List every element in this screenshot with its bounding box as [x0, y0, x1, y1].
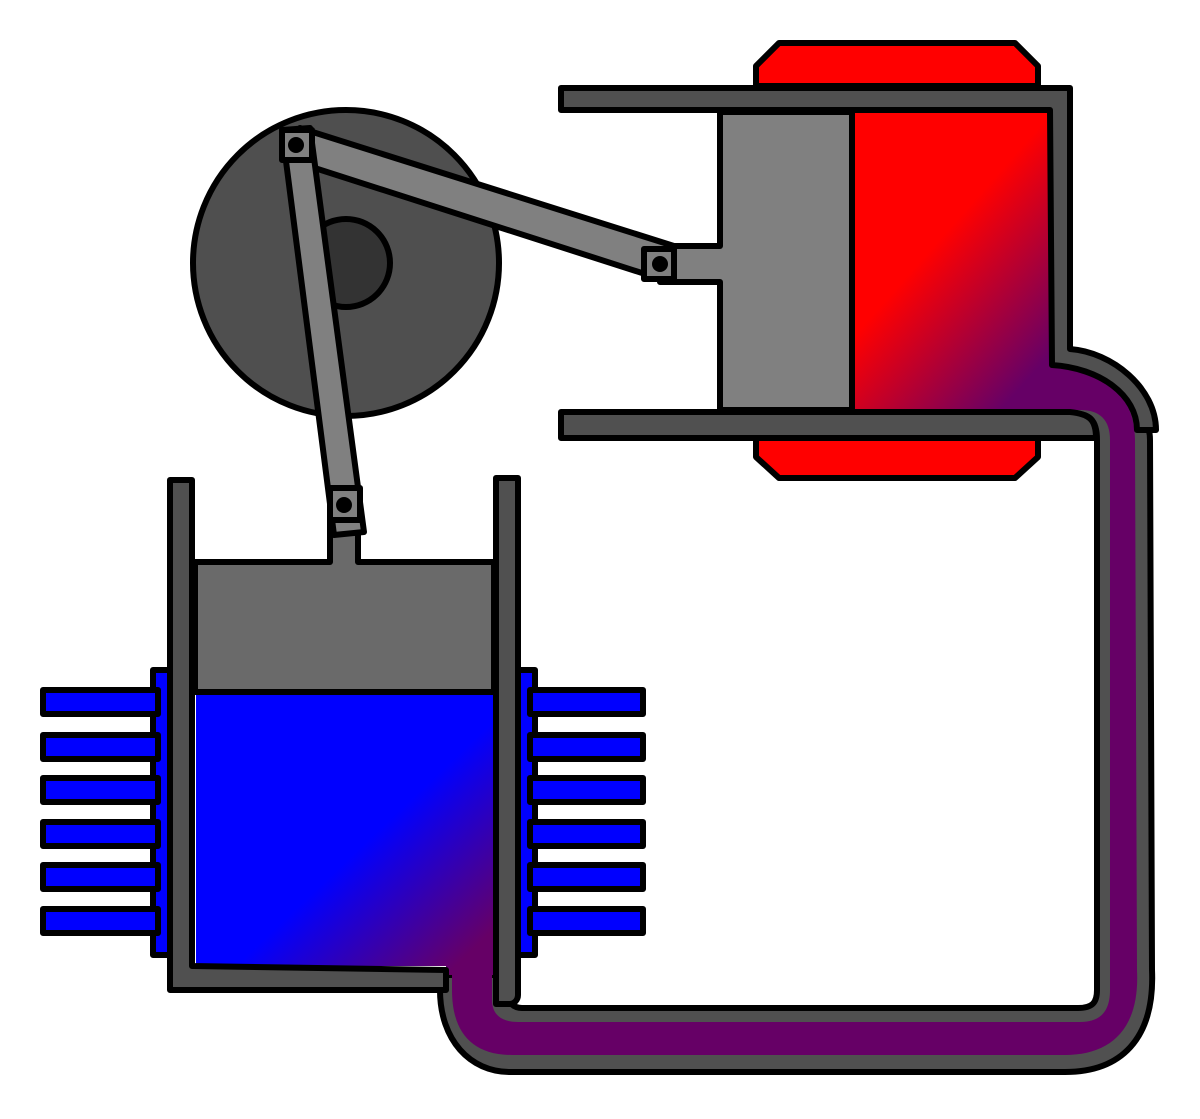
pivot-pins	[288, 137, 668, 513]
cold-cylinder	[167, 475, 521, 1007]
hot-heater	[753, 40, 1041, 481]
crank-pin	[288, 137, 304, 153]
cold-piston	[192, 487, 497, 695]
hot-piston-pin	[652, 256, 668, 272]
cold-fins-left	[40, 667, 173, 958]
cold-piston-pin	[336, 497, 352, 513]
hot-cylinder	[558, 85, 1159, 441]
hot-piston	[657, 109, 855, 413]
cold-fins-right	[515, 667, 646, 958]
cold-cooling-fins	[40, 667, 646, 958]
transfer-pipe	[437, 360, 1156, 1075]
